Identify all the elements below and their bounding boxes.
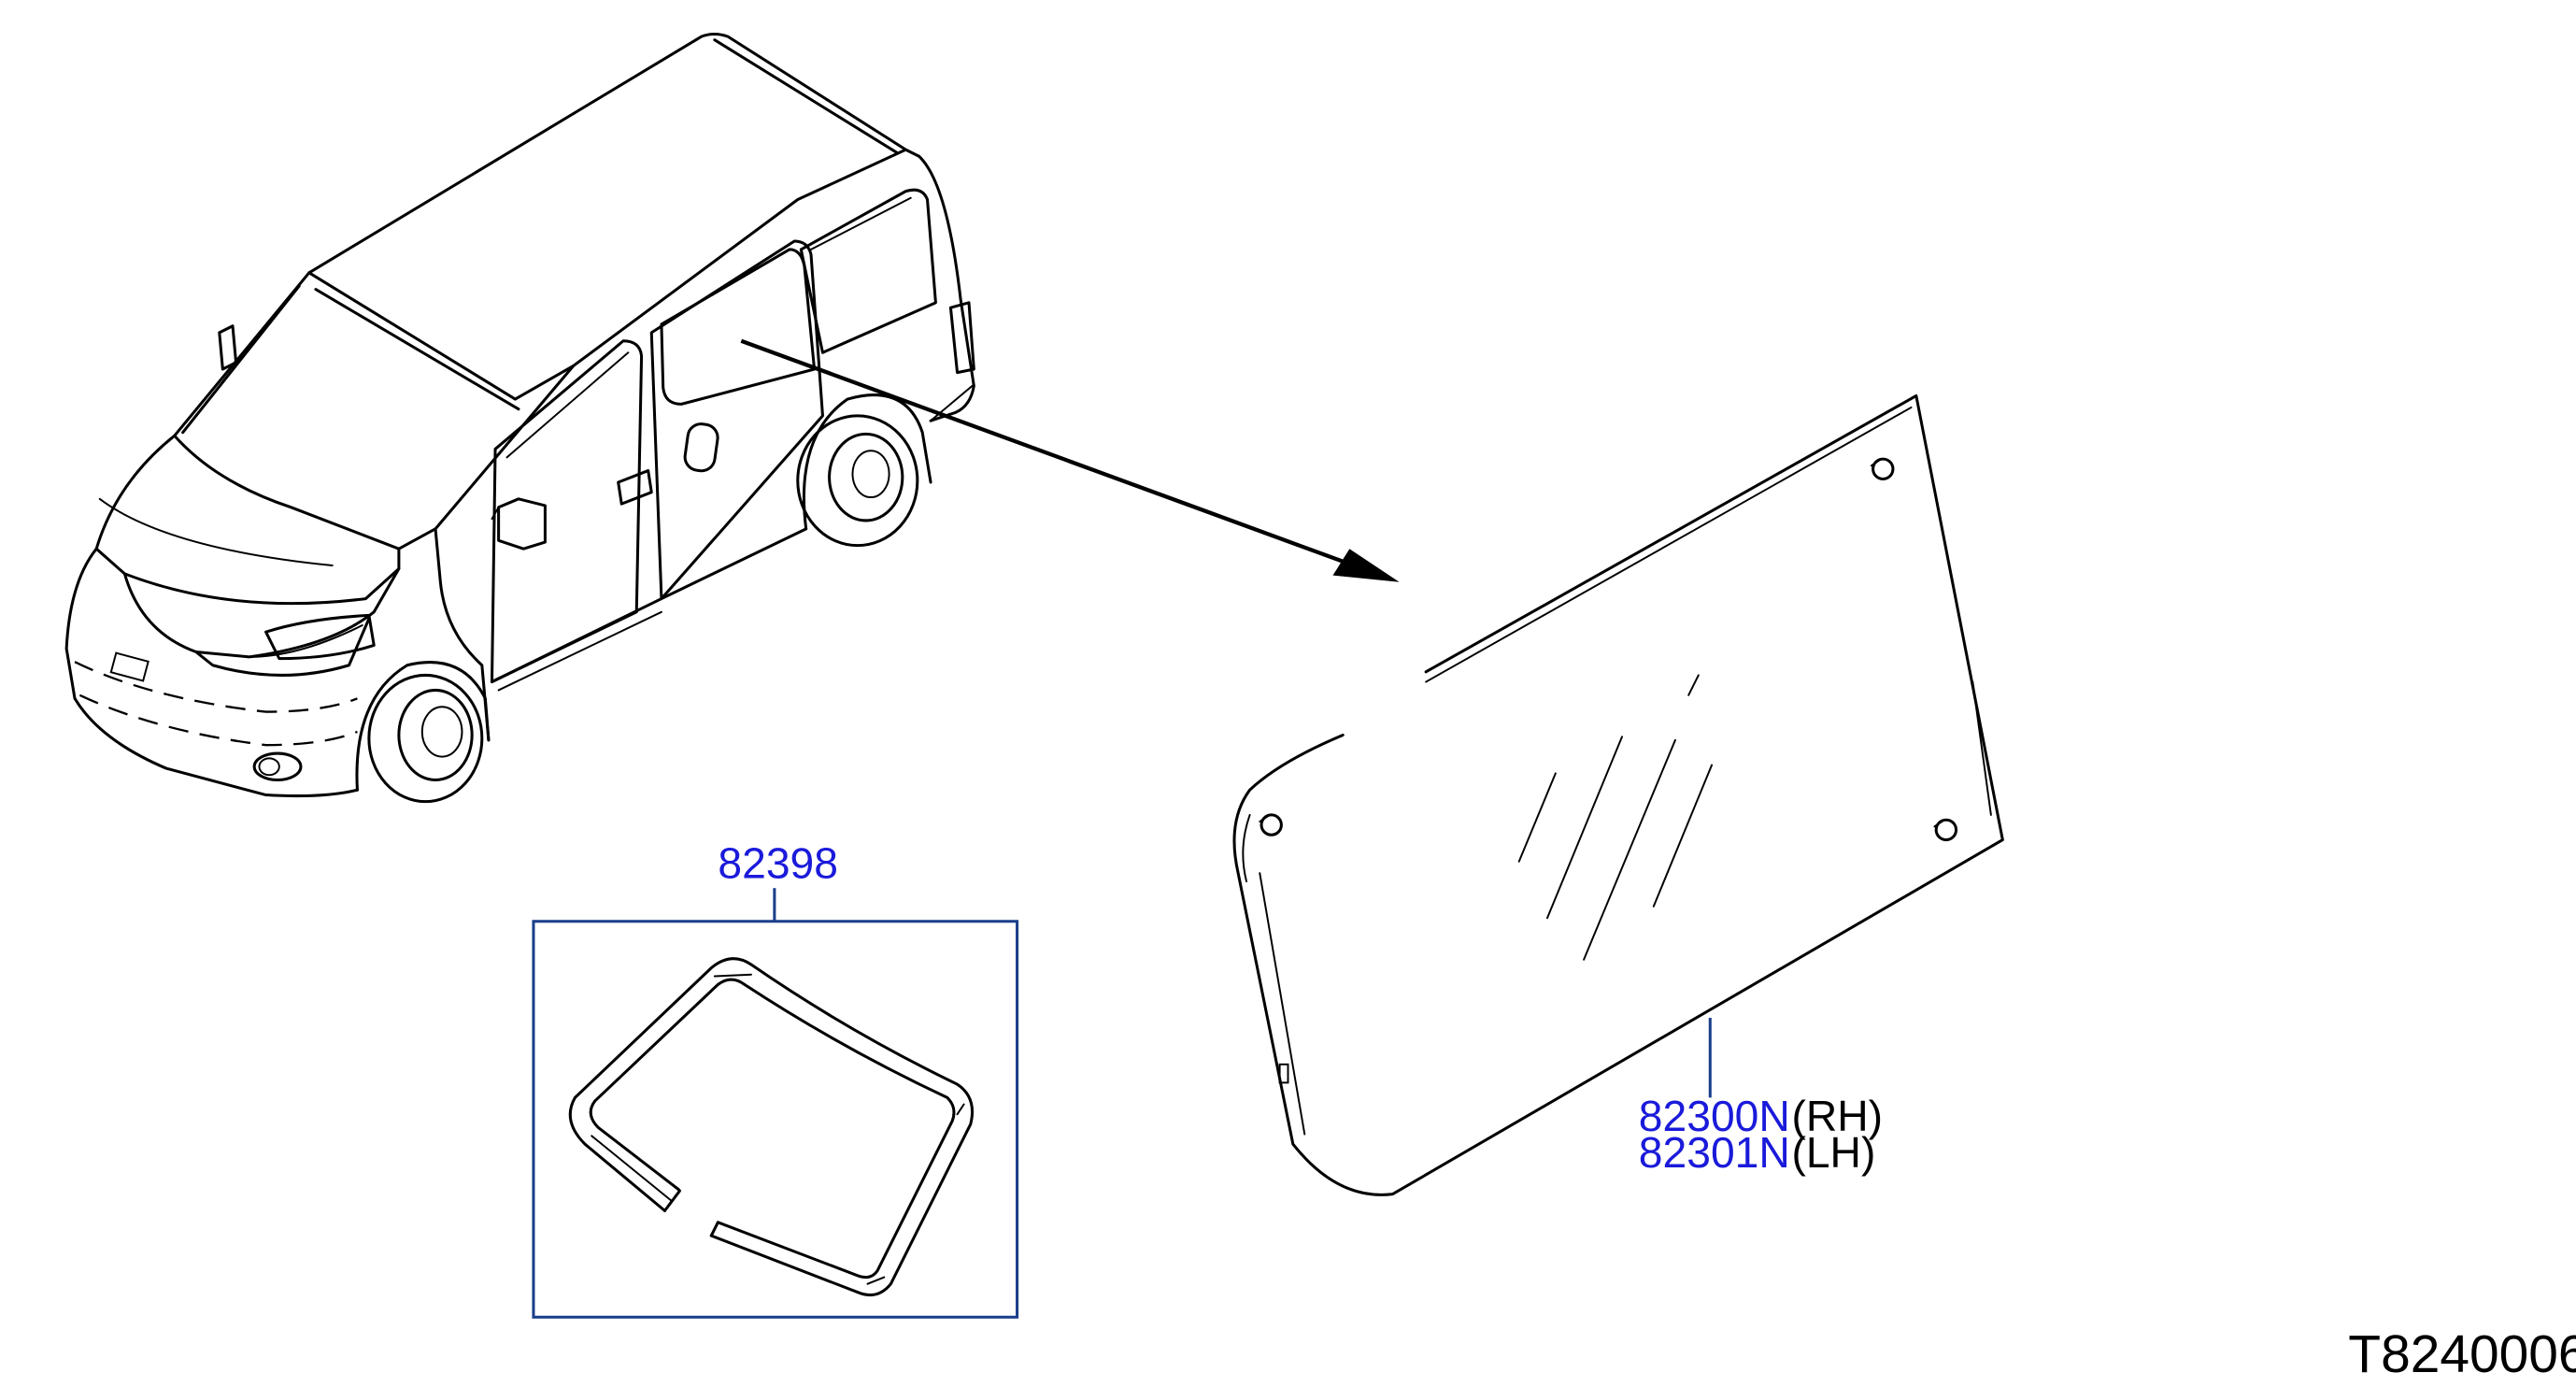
side-label-rh: (RH): [1791, 1092, 1883, 1140]
part-number-82301n: 82301N: [1639, 1128, 1790, 1177]
side-label-lh: (LH): [1791, 1128, 1875, 1177]
glass-stud-icon: [1870, 457, 1895, 480]
gasket-detail-box: [532, 920, 1019, 1319]
glass-stud-icon: [1933, 818, 1958, 842]
arrow-pointer: [740, 338, 1400, 582]
diagram-id: T8240006: [2348, 1324, 2576, 1384]
side-window-glass: [1232, 393, 2004, 1196]
part-number-82398: 82398: [718, 839, 838, 888]
part-number-82300n: 82300N: [1639, 1092, 1790, 1140]
van-illustration: [64, 32, 975, 804]
weatherstrip-gasket: [568, 957, 975, 1297]
glass-stud-icon: [1259, 813, 1283, 836]
